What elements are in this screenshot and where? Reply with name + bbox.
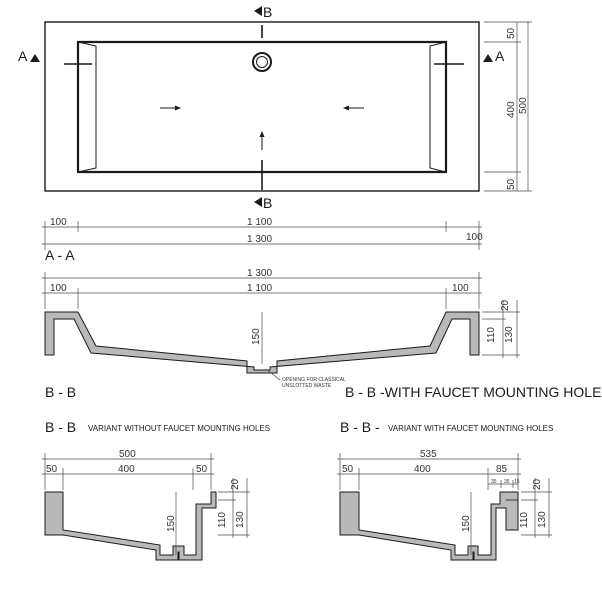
dim-top-400: 400 [506, 101, 517, 118]
aa-dim-1300: 1 300 [247, 268, 272, 279]
section-b-b-title: B - B [45, 384, 76, 400]
variant-left-subtitle: VARIANT WITHOUT FAUCET MOUNTING HOLES [88, 424, 270, 433]
dim-row1-100-right: 100 [466, 232, 483, 243]
vr-dim-50: 50 [342, 464, 354, 475]
vr-dim-150: 150 [461, 515, 472, 532]
section-b-arrow-top [254, 6, 262, 16]
basin-right-slope [429, 41, 447, 173]
aa-dim-110: 110 [486, 327, 497, 343]
aa-note-leader [265, 368, 281, 381]
flow-arrow-up-head [259, 131, 265, 137]
section-a-a-title: A - A [45, 247, 75, 263]
section-a-arrow-left [30, 54, 40, 62]
section-b-arrow-bottom [254, 197, 262, 207]
vr-dim-35-b: 35 [504, 479, 510, 485]
section-a-arrow-right [483, 54, 493, 62]
section-b-marker-bottom: B [263, 195, 272, 211]
section-b-marker-top: B [263, 4, 272, 20]
vr-dim-535: 535 [420, 449, 437, 460]
dims-row-1: 100 1 100 1 300 100 [42, 217, 483, 250]
dim-row1-100-left: 100 [50, 217, 67, 228]
countertop-outline [44, 21, 480, 192]
dim-bottom-50: 50 [506, 178, 517, 190]
vl-dim-50-left: 50 [46, 464, 58, 475]
drain-hole-outer [252, 52, 272, 72]
section-a-a-profile [44, 311, 480, 374]
vr-dim-85: 85 [496, 464, 508, 475]
section-b-b-faucet-title: B - B -WITH FAUCET MOUNTING HOLES [345, 384, 602, 400]
variant-without-faucet: B - B VARIANT WITHOUT FAUCET MOUNTING HO… [42, 419, 270, 561]
dim-top-50: 50 [506, 27, 517, 39]
vl-dim-150: 150 [166, 515, 177, 532]
aa-dim-100-left: 100 [50, 283, 67, 294]
variant-left-title: B - B [45, 419, 76, 435]
vl-dim-500: 500 [119, 449, 136, 460]
aa-dim-100-right: 100 [452, 283, 469, 294]
dim-row1-1100: 1 100 [247, 217, 272, 228]
aa-dim-150: 150 [251, 328, 262, 345]
vr-dim-35-a: 35 [491, 479, 497, 485]
variant-with-faucet: B - B - VARIANT WITH FAUCET MOUNTING HOL… [337, 419, 553, 561]
note-opening-line1: OPENING FOR CLASSICAL [282, 377, 346, 383]
section-a-marker-right: A [495, 48, 505, 64]
variant-right-title: B - B - [340, 419, 380, 435]
variant-left-profile [44, 491, 217, 561]
section-a-marker-left: A [18, 48, 28, 64]
flow-arrow-left-head [175, 105, 181, 111]
vl-dim-110: 110 [217, 512, 228, 528]
vr-dim-20: 20 [532, 478, 543, 490]
section-a-a: A - A 1 300 100 1 100 100 150 20 110 130… [42, 247, 520, 389]
dim-total-500: 500 [518, 97, 529, 114]
flow-arrow-right-head [343, 105, 349, 111]
basin-left-slope [77, 41, 97, 173]
top-view: B B A A 50 400 50 500 [18, 4, 532, 211]
vl-dim-20: 20 [230, 478, 241, 490]
dim-row1-1300: 1 300 [247, 234, 272, 245]
vr-dim-15: 15 [514, 479, 520, 485]
vl-dim-50-right: 50 [196, 464, 208, 475]
drain-hole-inner [256, 56, 268, 68]
aa-dim-1100: 1 100 [247, 283, 272, 294]
note-opening-line2: UNSLOTTED WASTE [282, 383, 332, 389]
vr-dim-130: 130 [537, 511, 548, 528]
vr-dim-400: 400 [414, 464, 431, 475]
vl-dim-400: 400 [118, 464, 135, 475]
vl-dim-130: 130 [235, 511, 246, 528]
aa-dim-20: 20 [500, 299, 511, 311]
basin-outline [76, 40, 448, 174]
aa-dim-130: 130 [504, 326, 515, 343]
vr-dim-110: 110 [519, 512, 530, 528]
variant-right-profile [339, 491, 519, 561]
variant-right-subtitle: VARIANT WITH FAUCET MOUNTING HOLES [388, 424, 553, 433]
